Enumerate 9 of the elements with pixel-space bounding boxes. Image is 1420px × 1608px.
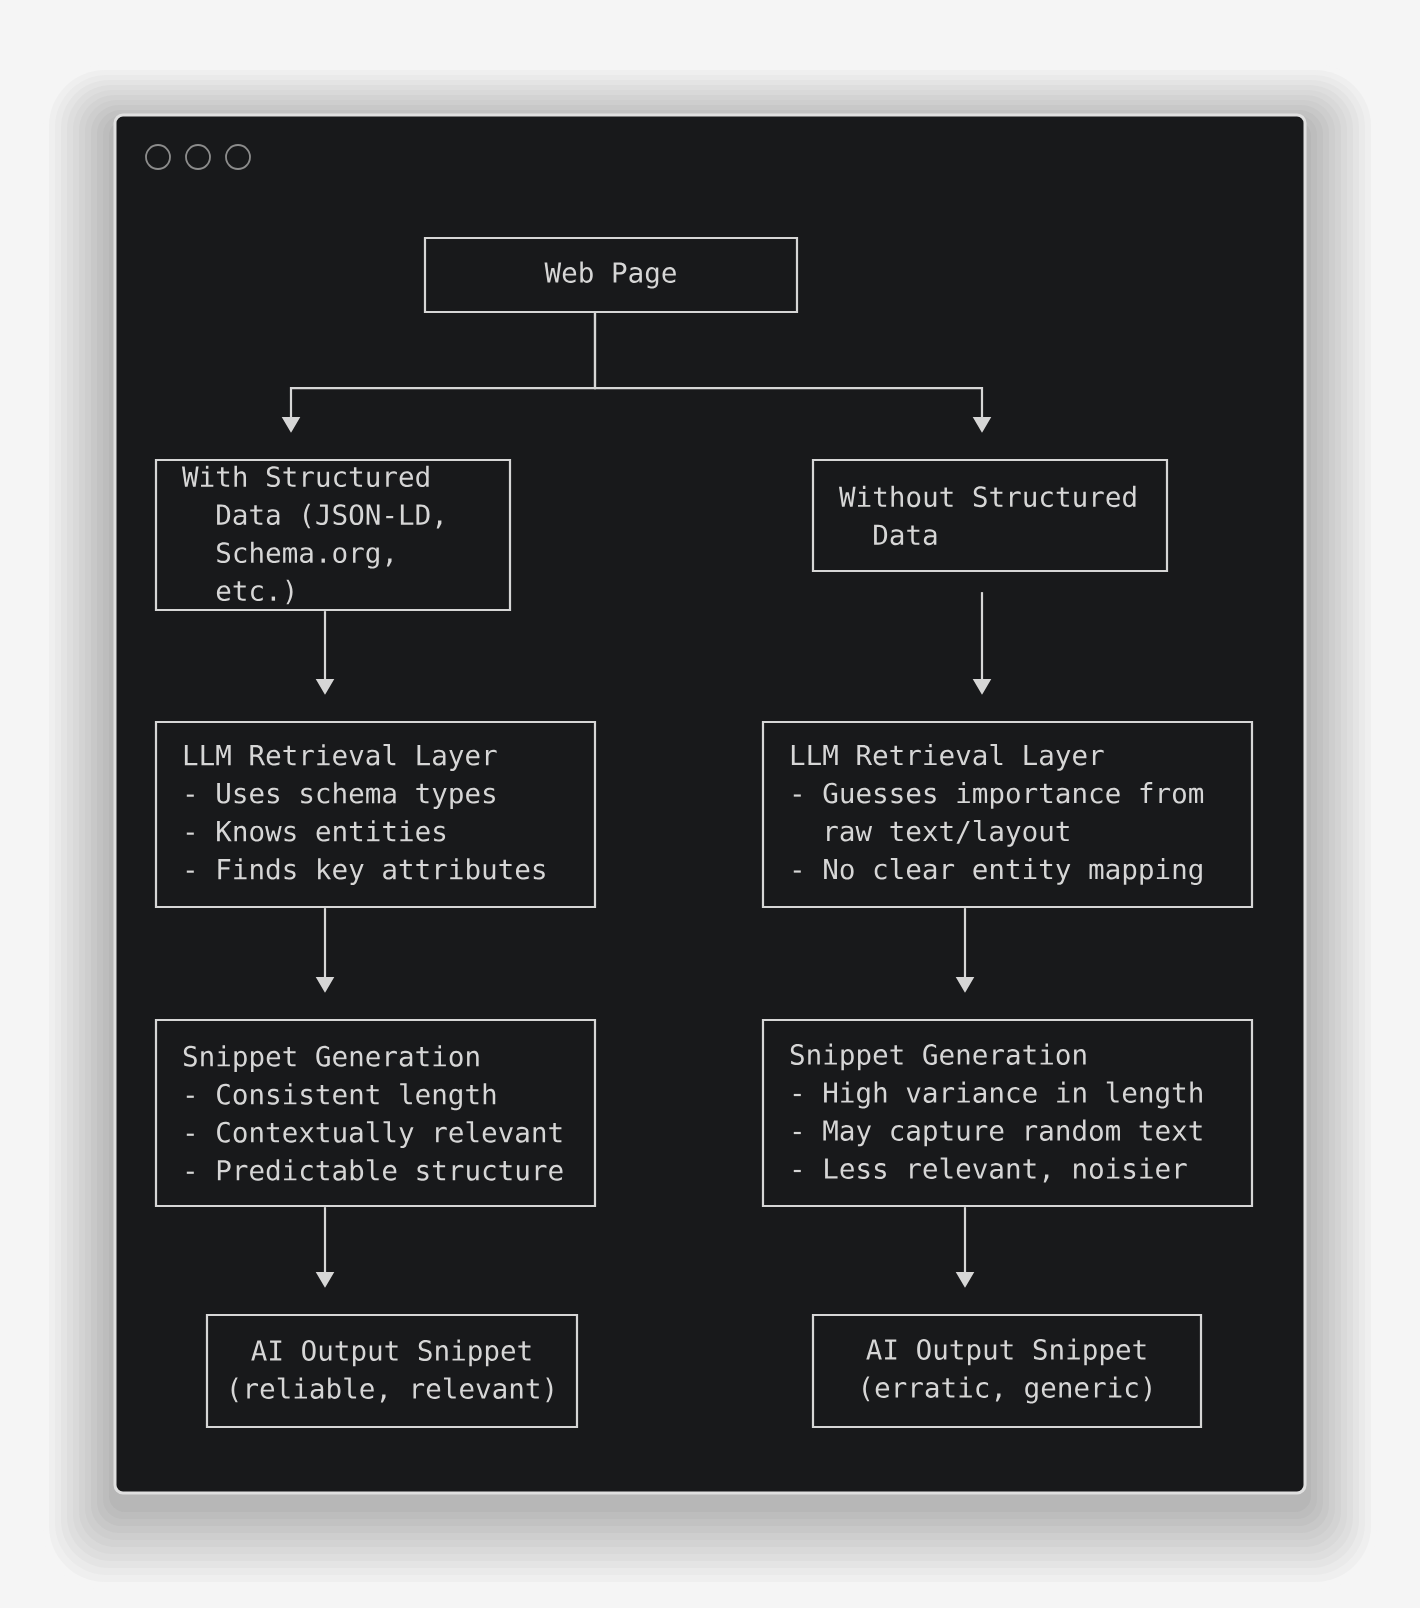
process-box: AI Output Snippet (erratic, generic) — [811, 1313, 1203, 1429]
process-box: AI Output Snippet (reliable, relevant) — [205, 1313, 579, 1429]
process-box: LLM Retrieval Layer - Guesses importance from raw text/layout - No clear entity mapping — [761, 720, 1254, 909]
process-box: With Structured Data (JSON-LD, Schema.org, etc.) — [154, 458, 512, 612]
process-box: Snippet Generation - Consistent length - Contextually relevant - Predictable structure — [154, 1018, 597, 1208]
process-box: Snippet Generation - High variance in length - May capture random text - Less relevant, noisier — [761, 1018, 1254, 1208]
process-box: Web Page — [423, 236, 799, 314]
process-box: LLM Retrieval Layer - Uses schema types - Knows entities - Finds key attributes — [154, 720, 597, 909]
process-box: Without Structured Data — [811, 458, 1169, 573]
